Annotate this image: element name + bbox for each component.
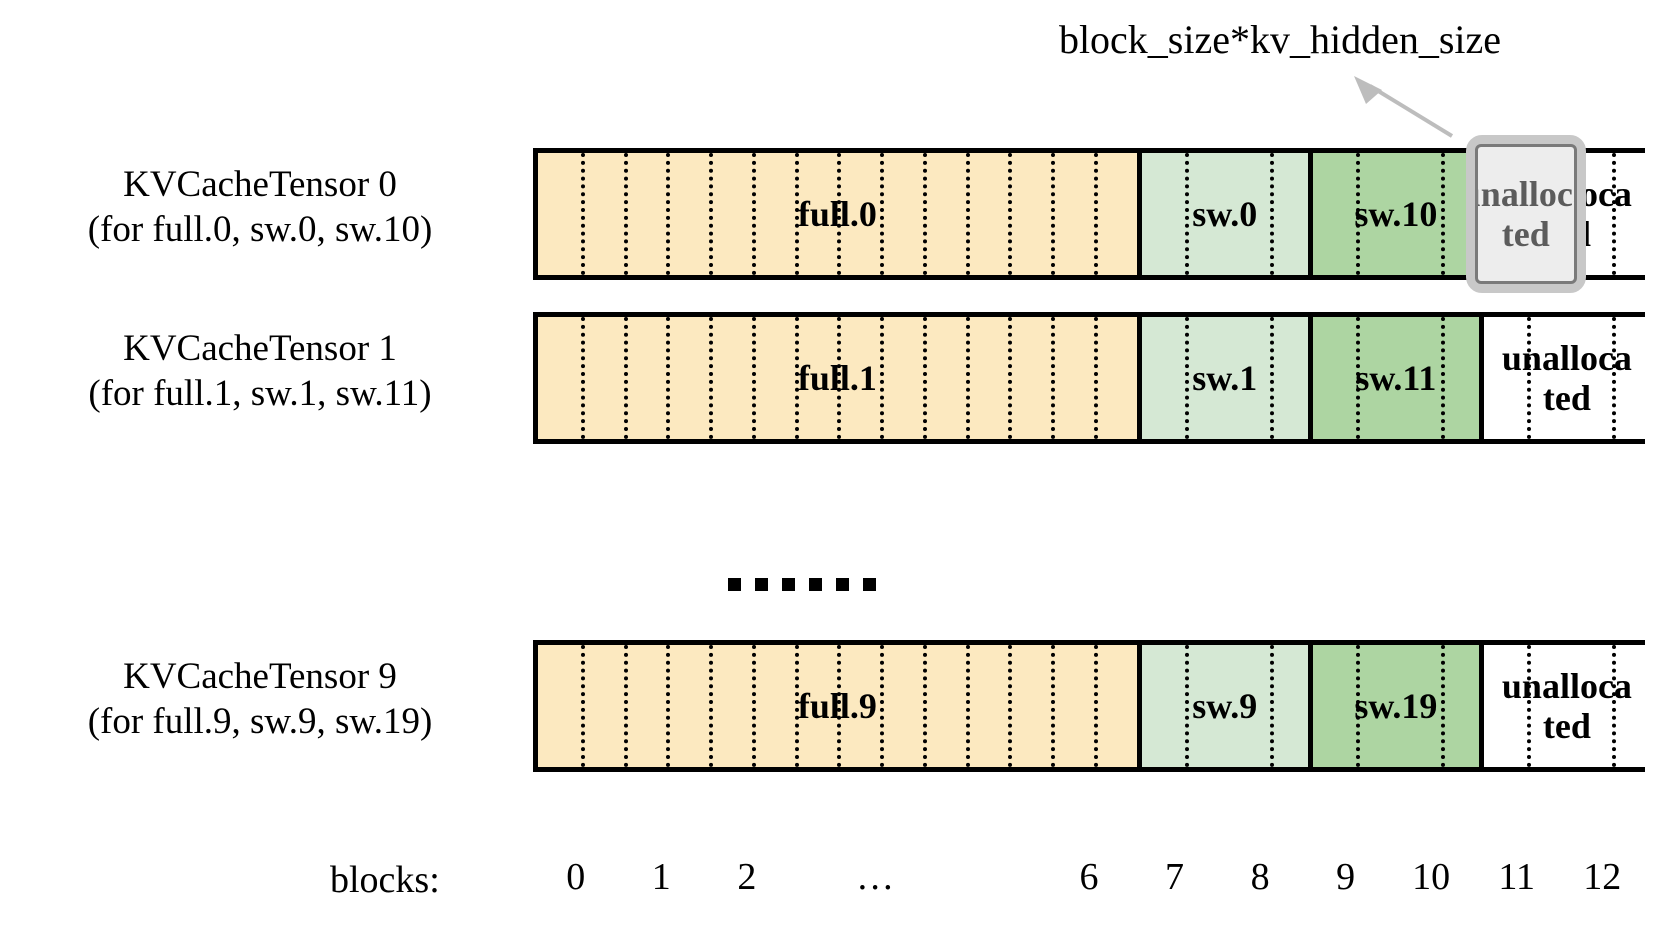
annotation-arrow-icon <box>1354 76 1454 138</box>
tensor-row-label-title: KVCacheTensor 9 <box>123 656 397 697</box>
segment-label: sw.9 <box>1192 685 1258 726</box>
segment-label: unalloca ted <box>1501 665 1632 746</box>
axis-tick-2: 2 <box>737 856 757 898</box>
sw-light-segment[interactable]: sw.0 <box>1136 153 1308 275</box>
tensor-row-label-subtitle: (for full.9, sw.9, sw.19) <box>87 701 433 743</box>
full-segment[interactable]: full.1 <box>538 317 1137 439</box>
sw-dark-segment[interactable]: sw.10 <box>1307 153 1479 275</box>
full-segment[interactable]: full.0 <box>538 153 1137 275</box>
axis-tick-10: 10 <box>1412 856 1451 898</box>
axis-tick-6: 6 <box>1079 856 1099 898</box>
axis-tick-12: 12 <box>1583 856 1622 898</box>
sw-light-segment[interactable]: sw.1 <box>1136 317 1308 439</box>
sw-light-segment[interactable]: sw.9 <box>1136 645 1308 767</box>
segment-label: sw.11 <box>1355 357 1437 398</box>
full-segment[interactable]: full.9 <box>538 645 1137 767</box>
unallocated-segment[interactable]: unalloca ted <box>1478 317 1650 439</box>
axis-tick-11: 11 <box>1498 856 1535 898</box>
axis-tick-8: 8 <box>1250 856 1270 898</box>
tensor-row-label-title: KVCacheTensor 0 <box>123 164 397 205</box>
segment-label: sw.1 <box>1192 357 1258 398</box>
segment-label: full.9 <box>797 685 877 726</box>
tensor-row-label-2: KVCacheTensor 9(for full.9, sw.9, sw.19) <box>10 654 510 744</box>
highlighted-block-callout[interactable]: unalloca ted <box>1465 135 1586 293</box>
tensor-row-label-subtitle: (for full.1, sw.1, sw.11) <box>88 373 432 415</box>
tensor-row-label-0: KVCacheTensor 0(for full.0, sw.0, sw.10) <box>10 162 510 252</box>
ellipsis-dot <box>809 578 822 591</box>
segment-label: sw.10 <box>1354 193 1438 234</box>
segment-label: unalloca ted <box>1501 337 1632 418</box>
tensor-row-label-1: KVCacheTensor 1(for full.1, sw.1, sw.11) <box>10 326 510 416</box>
axis-tick-7: 7 <box>1165 856 1185 898</box>
kv-cache-tensor-bar-2: full.9 sw.9 sw.19 unalloca ted <box>533 640 1650 772</box>
axis-tick-9: 9 <box>1336 856 1356 898</box>
segment-label: full.0 <box>797 193 877 234</box>
axis-tick-…: … <box>856 856 895 898</box>
ellipsis-dot <box>728 578 741 591</box>
sw-dark-segment[interactable]: sw.11 <box>1307 317 1479 439</box>
segment-label: sw.0 <box>1192 193 1258 234</box>
axis-tick-0: 0 <box>566 856 586 898</box>
segment-label: full.1 <box>797 357 877 398</box>
block-size-annotation-label: block_size*kv_hidden_size <box>1058 17 1502 62</box>
ellipsis-dot <box>863 578 876 591</box>
highlighted-block-label: unalloca ted <box>1474 144 1577 284</box>
sw-dark-segment[interactable]: sw.19 <box>1307 645 1479 767</box>
unallocated-segment[interactable]: unalloca ted <box>1478 645 1650 767</box>
tensor-row-label-title: KVCacheTensor 1 <box>123 328 397 369</box>
ellipsis-dots <box>728 578 876 591</box>
axis-tick-1: 1 <box>651 856 671 898</box>
segment-label: sw.19 <box>1354 685 1438 726</box>
blocks-axis-caption: blocks: <box>330 859 440 901</box>
ellipsis-dot <box>782 578 795 591</box>
ellipsis-dot <box>836 578 849 591</box>
tensor-row-label-subtitle: (for full.0, sw.0, sw.10) <box>87 209 433 251</box>
ellipsis-dot <box>755 578 768 591</box>
kv-cache-tensor-bar-1: full.1 sw.1 sw.11 unalloca ted <box>533 312 1650 444</box>
